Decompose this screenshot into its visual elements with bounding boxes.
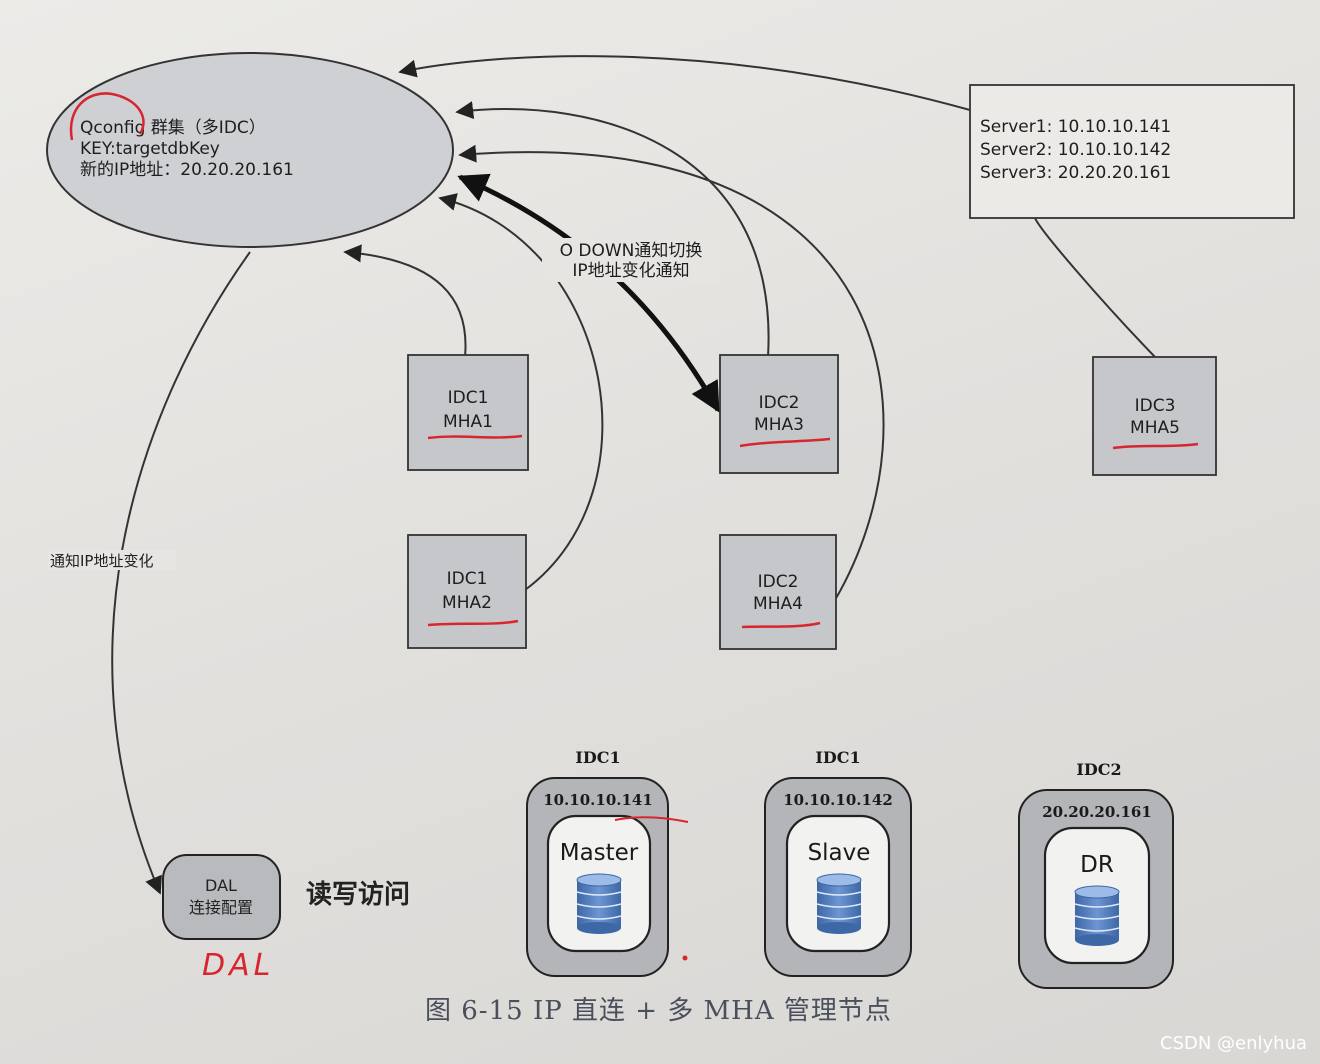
server-master-ip: 10.10.10.141 [543, 791, 653, 809]
handwritten-dal-note: DAL [202, 948, 274, 983]
qconfig-title: Qconfig 群集（多IDC） [80, 118, 266, 138]
red-underline [427, 619, 519, 627]
server-dr-ip: 20.20.20.161 [1042, 803, 1152, 821]
dal-subtitle: 连接配置 [189, 898, 253, 917]
red-underline [741, 621, 821, 629]
mha-box-3: IDC2 MHA3 [719, 354, 839, 474]
server-node-slave: IDC1 10.10.10.142 Slave [764, 748, 912, 977]
mha4-to-qconfig-arrow [458, 144, 885, 601]
qconfig-new-ip: 新的IP地址：20.20.20.161 [80, 160, 294, 180]
odown-notify-line1: O DOWN通知切换 [560, 241, 703, 261]
qconfig-key: KEY:targetdbKey [80, 139, 220, 159]
database-icon [816, 873, 862, 934]
server-node-dr: IDC2 20.20.20.161 DR [1018, 760, 1174, 989]
csdn-watermark: CSDN @enlyhua [1160, 1033, 1307, 1054]
mha1-to-qconfig-arrow [343, 244, 467, 358]
red-underline [614, 816, 689, 823]
server2-entry: Server2: 10.10.10.142 [980, 140, 1171, 160]
figure-caption: 图 6-15 IP 直连 + 多 MHA 管理节点 [425, 996, 892, 1026]
mha-box-5: IDC3 MHA5 [1092, 356, 1217, 476]
odown-notify-line2: IP地址变化通知 [572, 261, 689, 281]
server-node-master: IDC1 10.10.10.141 Master [526, 748, 689, 977]
server-master-role: Master [560, 840, 639, 866]
mha-box-5-name: MHA5 [1130, 418, 1180, 438]
mha-box-2-name: MHA2 [442, 593, 492, 613]
server-slave-idc: IDC1 [815, 748, 860, 767]
red-underline [1112, 442, 1199, 450]
red-underline [739, 437, 831, 448]
read-write-label: 读写访问 [306, 880, 410, 910]
server-dr-role: DR [1080, 852, 1114, 878]
server3-entry: Server3: 20.20.20.161 [980, 163, 1171, 183]
mha-box-1-name: MHA1 [443, 412, 493, 432]
red-underline [427, 434, 523, 440]
serverlist-to-qconfig-arrow [398, 55, 971, 111]
mha-box-3-idc: IDC2 [759, 393, 800, 413]
mha-box-2-idc: IDC1 [447, 569, 488, 589]
mha-box-2: IDC1 MHA2 [407, 534, 527, 649]
server-master-idc: IDC1 [575, 748, 620, 767]
mha3-to-qconfig-arrow [455, 101, 770, 358]
server-slave-role: Slave [808, 840, 871, 866]
qconfig-cluster: Qconfig 群集（多IDC） KEY:targetdbKey 新的IP地址：… [46, 52, 454, 248]
database-icon [576, 873, 622, 934]
qconfig-to-dal-arrow [111, 251, 251, 895]
red-circle-annotation [69, 92, 145, 141]
mha5-to-serverlist-line [1034, 217, 1156, 358]
server1-entry: Server1: 10.10.10.141 [980, 117, 1171, 137]
server-list-box: Server1: 10.10.10.141 Server2: 10.10.10.… [969, 84, 1295, 219]
mha-box-1-idc: IDC1 [448, 388, 489, 408]
mha-box-4: IDC2 MHA4 [719, 534, 837, 650]
left-notify-text: 通知IP地址变化 [50, 552, 153, 570]
server-dr-idc: IDC2 [1076, 760, 1121, 779]
mha-box-3-name: MHA3 [754, 415, 804, 435]
mha-box-5-idc: IDC3 [1135, 396, 1176, 416]
left-notify-label: 通知IP地址变化 [48, 550, 176, 570]
red-dot [682, 955, 688, 961]
mha-box-4-idc: IDC2 [758, 572, 799, 592]
odown-notify-label: O DOWN通知切换 IP地址变化通知 [542, 238, 720, 282]
mha-box-1: IDC1 MHA1 [407, 354, 529, 471]
server-slave-ip: 10.10.10.142 [783, 791, 893, 809]
mha-box-4-name: MHA4 [753, 594, 803, 614]
database-icon [1074, 885, 1120, 946]
dal-node: DAL 连接配置 [162, 854, 281, 940]
dal-title: DAL [205, 876, 237, 895]
